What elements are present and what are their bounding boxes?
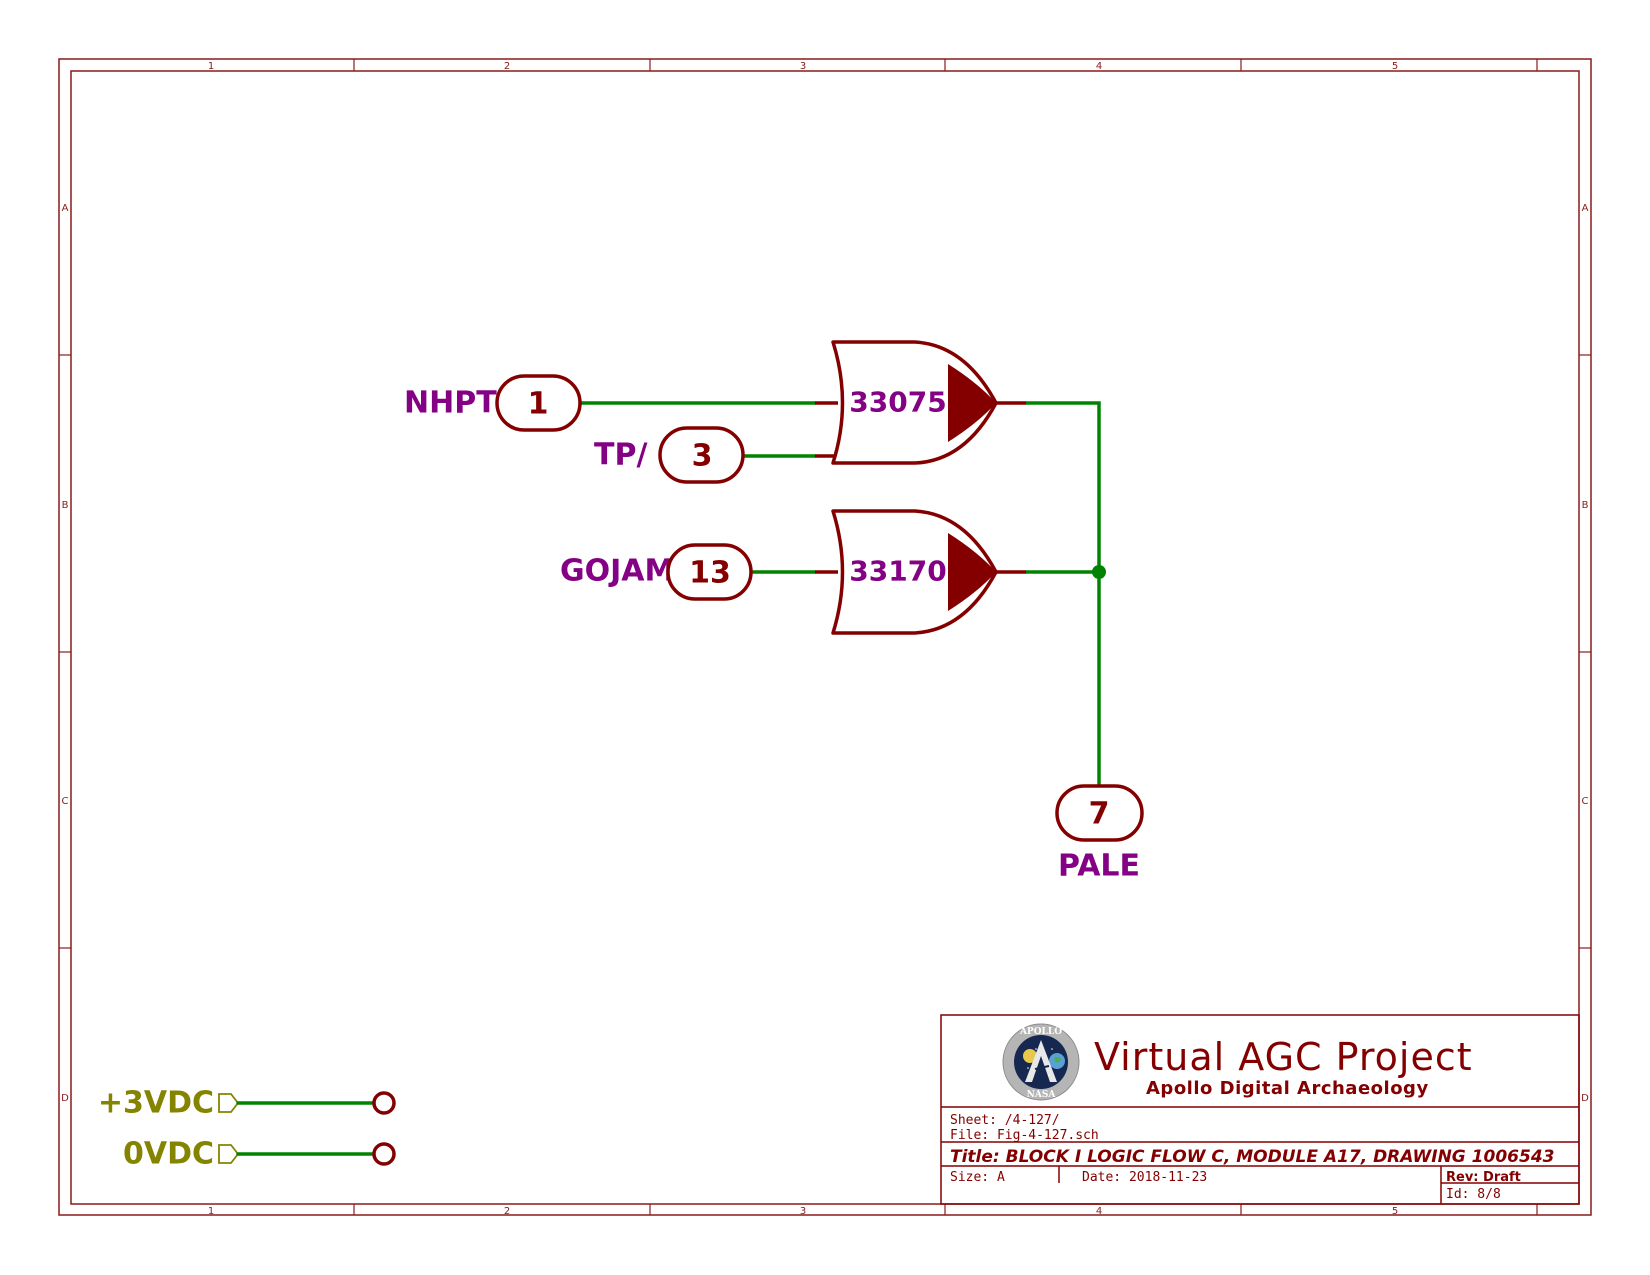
pin-number: 3 [692,439,713,474]
outer-border [58,58,1592,1216]
junction-dot [1092,565,1106,579]
column-label: 1 [208,1206,214,1217]
project-subtitle: Apollo Digital Archaeology [1146,1078,1429,1099]
sheet-id: Id: 8/8 [1446,1187,1501,1202]
row-label: B [62,500,69,511]
sheet-path: Sheet: /4-127/ [950,1113,1060,1128]
nor-gate-33075[interactable]: 33075 [815,340,1026,465]
connection-circle-icon [372,1091,396,1115]
wires [578,401,1106,787]
title-block-frame [940,1014,1580,1205]
pin-number: 1 [528,387,549,422]
gate-part-label: 33170 [849,555,946,588]
column-label: 5 [1392,1206,1398,1217]
column-label: 5 [1392,61,1398,72]
column-label: 3 [800,61,806,72]
pin-number: 13 [689,556,731,591]
revision: Rev: Draft [1446,1170,1521,1185]
row-label: A [62,203,69,214]
project-name: Virtual AGC Project [1094,1035,1473,1079]
column-label: 3 [800,1206,806,1217]
nor-gate-33170[interactable]: 33170 [815,509,1026,635]
row-label: C [62,796,69,807]
net-label: GOJAM [560,554,674,589]
apollo-nasa-logo-icon: APOLLO NASA [1002,1023,1080,1101]
title-block: APOLLO NASA Virtual AGC Project Apollo D… [940,1014,1580,1205]
pin-pill [658,426,745,484]
row-label: A [1582,203,1589,214]
power-flag-0vdc[interactable]: 0VDC [123,1137,396,1172]
wire-output-33075[interactable] [1024,401,1101,787]
svg-text:NASA: NASA [1027,1090,1057,1100]
drawing-date: Date: 2018-11-23 [1082,1170,1207,1185]
file-name: File: Fig-4-127.sch [950,1128,1099,1143]
power-label: +3VDC [98,1086,214,1121]
power-flag-3vdc[interactable]: +3VDC [98,1086,396,1121]
inner-border [70,70,1580,1205]
pin-number: 7 [1089,797,1110,832]
column-label: 1 [208,61,214,72]
row-label: D [1581,1093,1589,1104]
column-label: 2 [504,61,510,72]
power-label: 0VDC [123,1137,214,1172]
column-label: 4 [1096,61,1102,72]
gate-filled-tip [948,533,996,611]
power-flag-icon [218,1093,240,1113]
input-connector-tp[interactable]: TP/ 3 [594,426,745,484]
net-label: TP/ [594,438,647,473]
column-label: 4 [1096,1206,1102,1217]
column-label: 2 [504,1206,510,1217]
pin-pill [495,374,582,432]
gate-part-label: 33075 [849,386,946,419]
drawing-title: Title: BLOCK I LOGIC FLOW C, MODULE A17,… [950,1147,1554,1167]
paper-size: Size: A [950,1170,1005,1185]
row-label: D [61,1093,69,1104]
connection-circle-icon [372,1142,396,1166]
power-flag-icon [218,1144,240,1164]
output-connector-pale[interactable]: 7 PALE [1055,784,1144,884]
svg-text:APOLLO: APOLLO [1019,1027,1062,1037]
net-label: NHPT [404,386,497,421]
row-label: B [1582,500,1589,511]
pin-pill [666,543,753,601]
input-connector-nhpt[interactable]: NHPT 1 [404,374,582,432]
input-connector-gojam[interactable]: GOJAM 13 [560,543,753,601]
gate-filled-tip [948,364,996,442]
net-label: PALE [1058,849,1140,884]
row-label: C [1582,796,1589,807]
sheet-frame: 1 2 3 4 5 1 2 3 4 5 A B C D A B C D [58,58,1592,1217]
pin-pill [1055,784,1144,842]
